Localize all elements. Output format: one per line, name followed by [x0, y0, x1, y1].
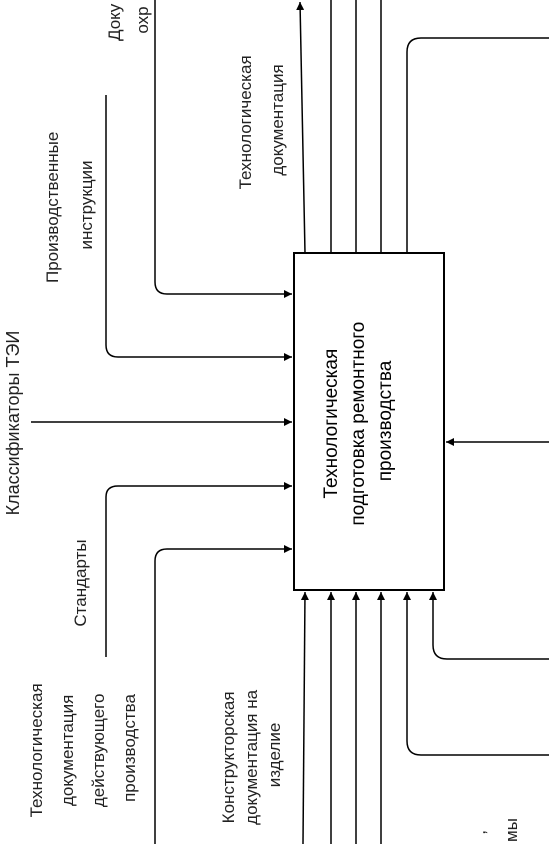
- label-tei-classifiers: Классификаторы ТЭИ: [3, 331, 23, 516]
- arrow-standards: [105, 482, 292, 657]
- svg-text:Стандарты: Стандарты: [71, 539, 90, 626]
- label-design-docs: Конструкторская документация на изделие: [219, 685, 284, 825]
- svg-text:Доку охр: Доку охр: [105, 0, 152, 41]
- label-output-tech-docs: Технологическая документация: [236, 51, 287, 190]
- svg-text:Технологическая документ: Технологическая документация: [236, 51, 287, 190]
- box-title-line-2: подготовка ремонтного: [348, 322, 369, 526]
- label-top-right-partial: Доку охр: [105, 0, 152, 41]
- function-box-title: Технологическая подготовка ремонтного пр…: [321, 316, 396, 526]
- box-title-line-3: производства: [375, 360, 396, 481]
- svg-text:Технологическая подготов: Технологическая подготовка ремонтного пр…: [321, 316, 396, 525]
- svg-text:Технологическая документ: Технологическая документация действующег…: [27, 679, 139, 818]
- label-existing-production-docs: Технологическая документация действующег…: [27, 679, 139, 818]
- arrow-production-instructions: [105, 95, 292, 361]
- label-standards: Стандарты: [71, 539, 90, 626]
- arrow-mechanism-5: [403, 592, 549, 756]
- arrow-existing-production-docs: [154, 545, 292, 844]
- label-production-instructions: Производственные инструкции: [43, 127, 96, 283]
- svg-text:Конструкторская документ: Конструкторская документация на изделие: [219, 685, 284, 825]
- arrow-mechanism-1: [300, 591, 309, 844]
- box-title-line-1: Технологическая: [321, 349, 342, 499]
- arrow-output-1: [296, 1, 306, 254]
- svg-text:Классификаторы ТЭИ: Классификаторы ТЭИ: [3, 331, 23, 516]
- label-bottom-right-partial: , мы: [470, 818, 521, 842]
- arrow-mechanism-6: [429, 592, 549, 660]
- arrow-input-top: [154, 0, 292, 298]
- function-box: [293, 252, 445, 591]
- output-line-5: [406, 37, 549, 253]
- svg-text:, мы: , мы: [470, 818, 521, 842]
- svg-text:Производственные инструк: Производственные инструкции: [43, 127, 96, 283]
